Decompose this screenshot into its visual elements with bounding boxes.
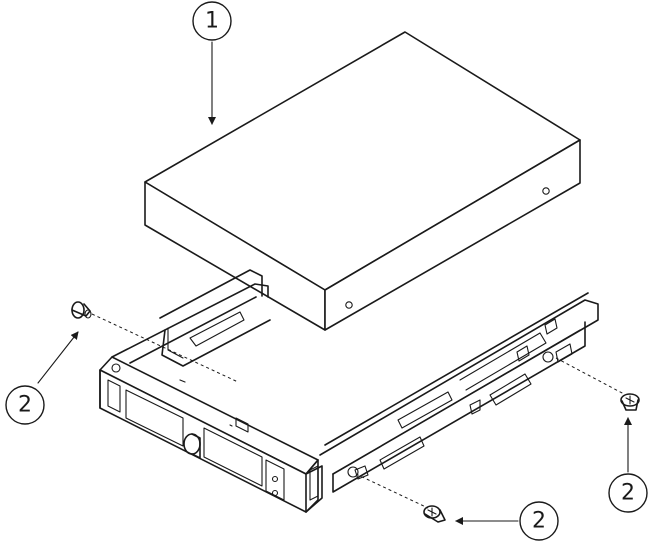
callout-2-bottom: 2: [519, 501, 559, 541]
callout-arrows: [37, 41, 632, 525]
drive-sled: [99, 269, 599, 513]
screw-right: [620, 393, 640, 411]
screw-bottom: [423, 505, 446, 523]
callout-2-right: 2: [608, 473, 648, 513]
callout-1: 1: [192, 1, 232, 41]
screw-left: [71, 301, 92, 319]
callout-2-left: 2: [5, 385, 45, 425]
callout-2-left-label: 2: [18, 393, 32, 418]
callout-2-right-label: 2: [621, 481, 635, 506]
callout-1-label: 1: [205, 9, 219, 34]
alignment-lines: [91, 313, 625, 509]
callout-2-bottom-label: 2: [532, 509, 546, 534]
hard-drive: [144, 31, 581, 331]
